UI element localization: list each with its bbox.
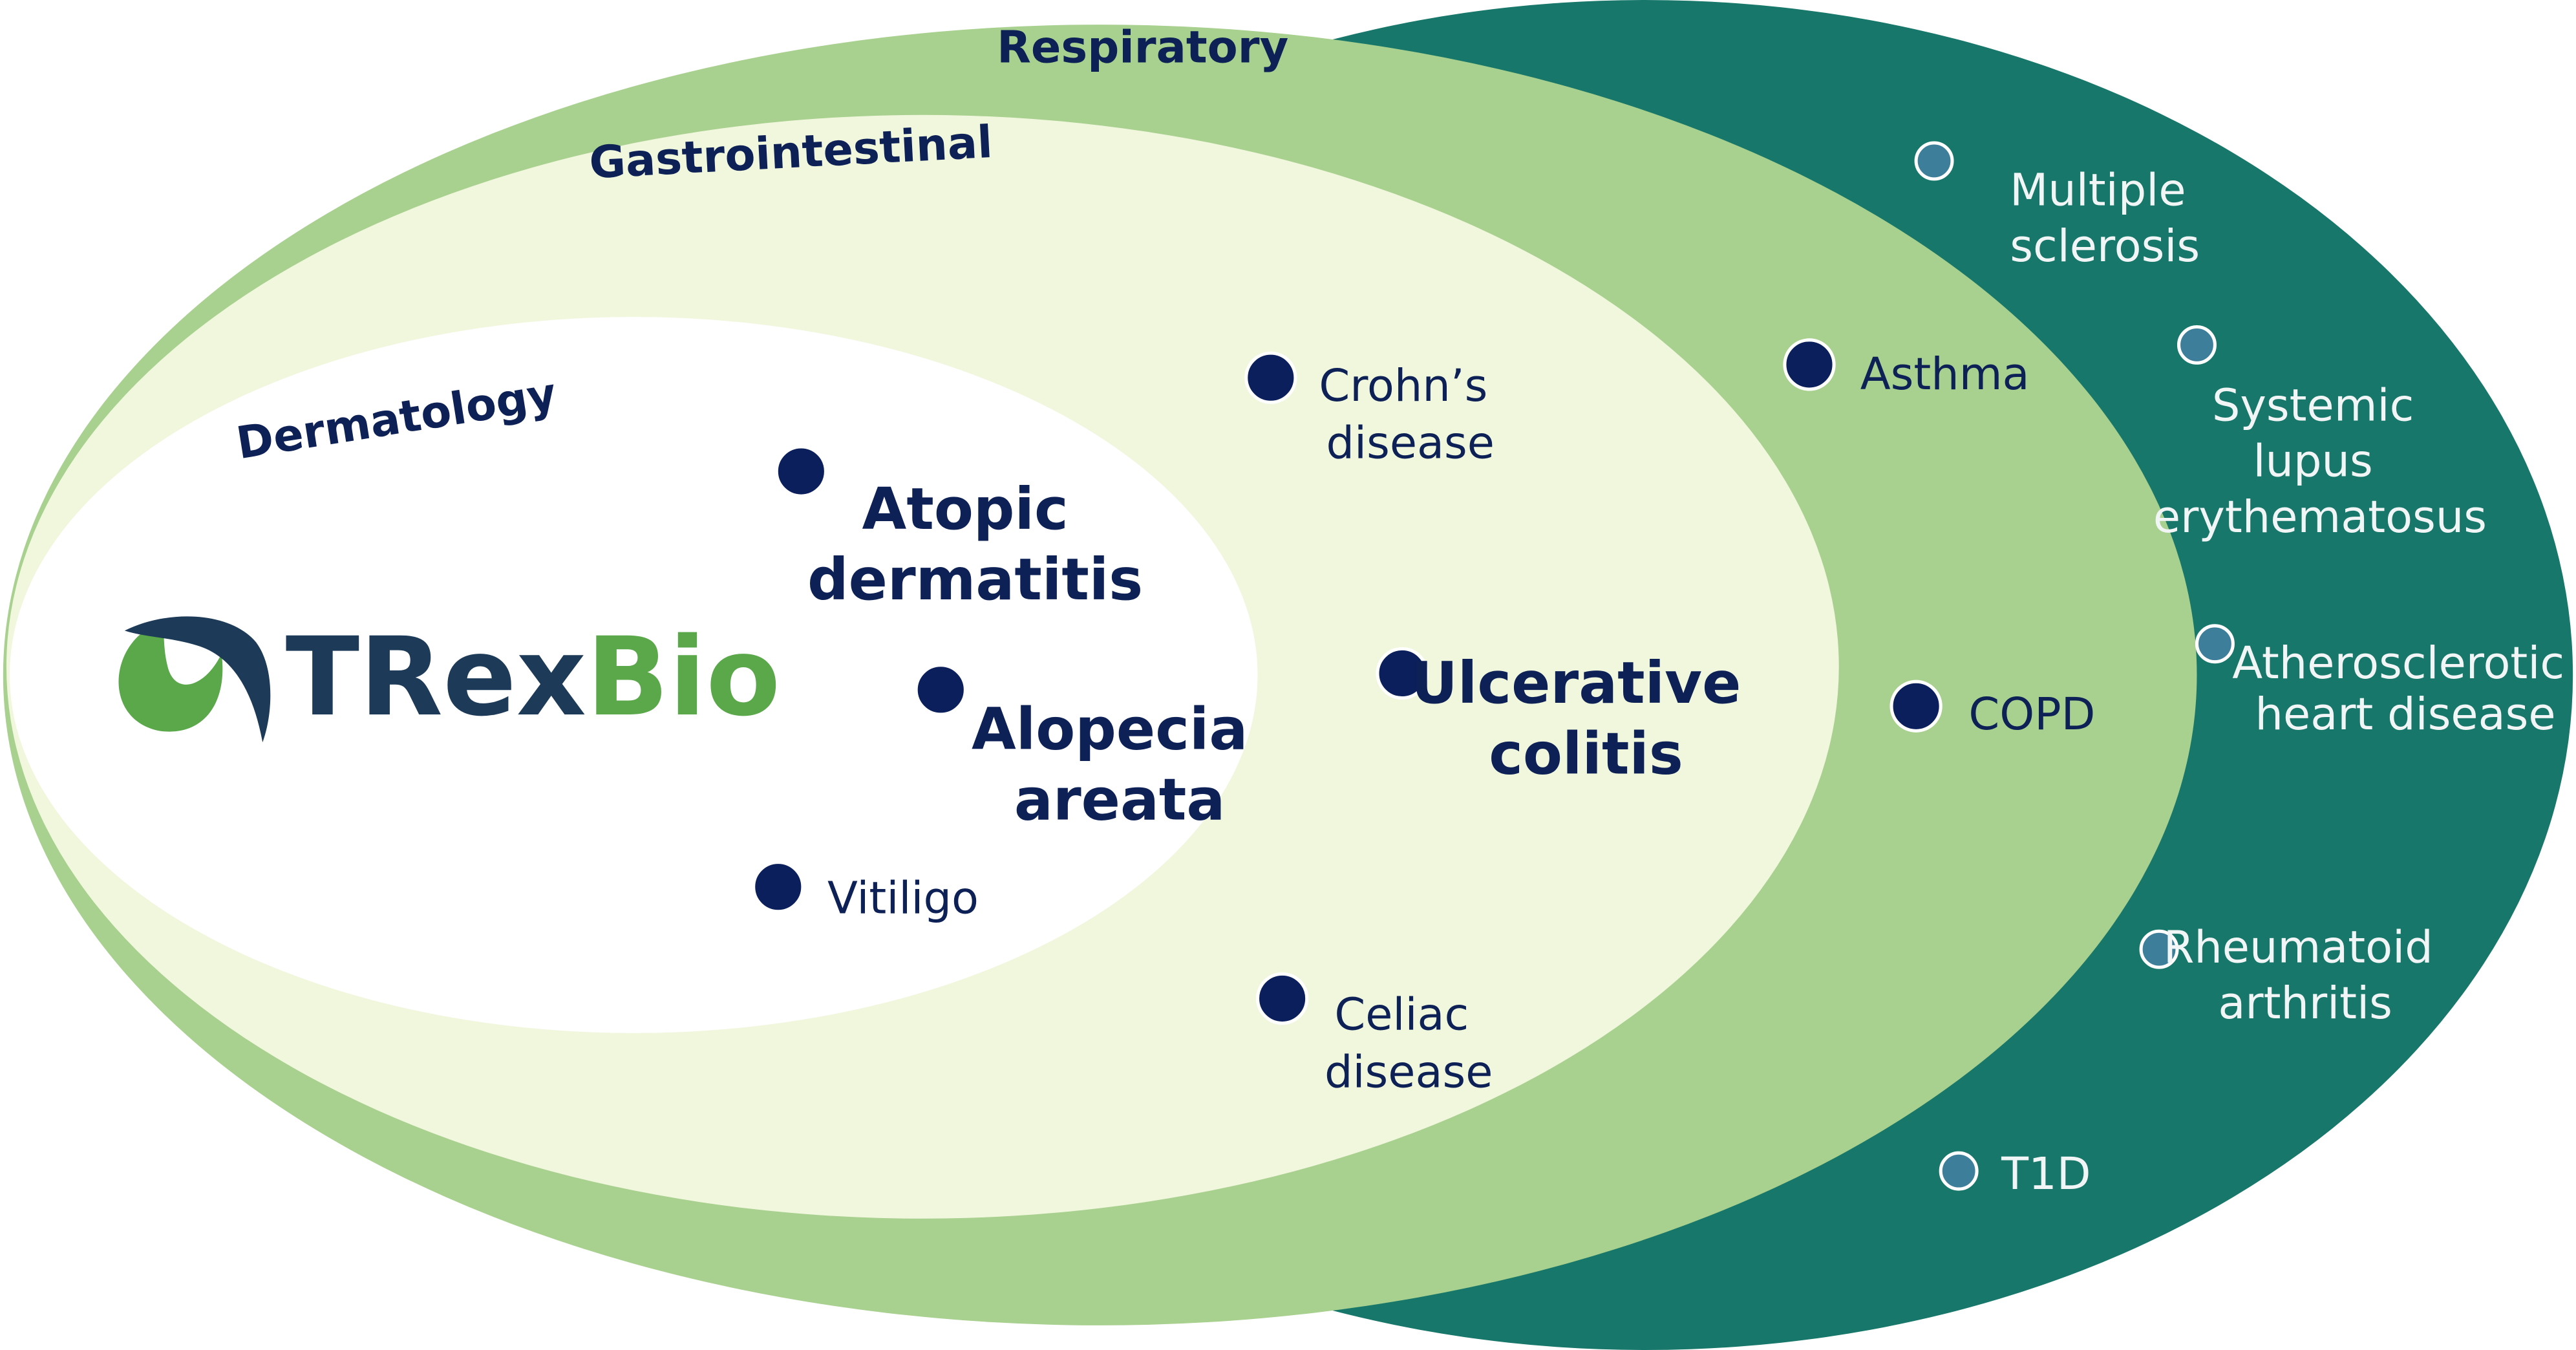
- rheumatoid-arthritis-marker: [2139, 929, 2179, 969]
- atopic-dermatitis-marker: [774, 445, 827, 498]
- systemic-lupus-marker: [2177, 325, 2217, 365]
- trexbio-logo-mark: [118, 616, 271, 743]
- ulcerative-colitis-marker: [1376, 647, 1429, 700]
- asthma-marker: [1783, 338, 1836, 391]
- svg-text:TRexBio: TRexBio: [286, 614, 781, 740]
- copd-marker: [1889, 680, 1943, 733]
- asthma-label: Asthma: [1860, 348, 2030, 400]
- crohns-disease-marker: [1244, 351, 1297, 404]
- atherosclerotic-heart-disease-label: Atherosclerotic heart disease: [2232, 638, 2576, 740]
- celiac-disease-label: Celiac disease: [1325, 989, 1493, 1098]
- dermatology-region: [9, 317, 1258, 1033]
- copd-label: COPD: [1968, 689, 2095, 740]
- atopic-dermatitis-label: Atopic dermatitis: [807, 475, 1143, 613]
- celiac-disease-marker: [1255, 972, 1309, 1025]
- multiple-sclerosis-label: Multiple sclerosis: [2010, 165, 2200, 272]
- trexbio-logo: TRexBio: [118, 614, 781, 743]
- logo-text-trex: TRex: [286, 614, 586, 740]
- rheumatoid-arthritis-label: Rheumatoid arthritis: [2164, 922, 2447, 1029]
- vitiligo-marker: [752, 861, 805, 914]
- alopecia-areata-label: Alopecia areata: [972, 695, 1268, 833]
- multiple-sclerosis-marker: [1914, 141, 1954, 181]
- vitiligo-label: Vitiligo: [827, 872, 979, 924]
- crohns-disease-label: Crohn’s disease: [1319, 360, 1502, 469]
- systemic-lupus-label: Systemic lupus erythematosus: [2153, 380, 2487, 543]
- t1d-marker: [1939, 1151, 1979, 1191]
- t1d-label: T1D: [2001, 1148, 2091, 1200]
- ulcerative-colitis-label: Ulcerative colitis: [1411, 649, 1762, 787]
- logo-text-bio: Bio: [586, 614, 780, 740]
- respiratory-label: Respiratory: [997, 22, 1288, 74]
- alopecia-areata-marker: [914, 663, 967, 716]
- atherosclerotic-heart-disease-marker: [2195, 624, 2235, 664]
